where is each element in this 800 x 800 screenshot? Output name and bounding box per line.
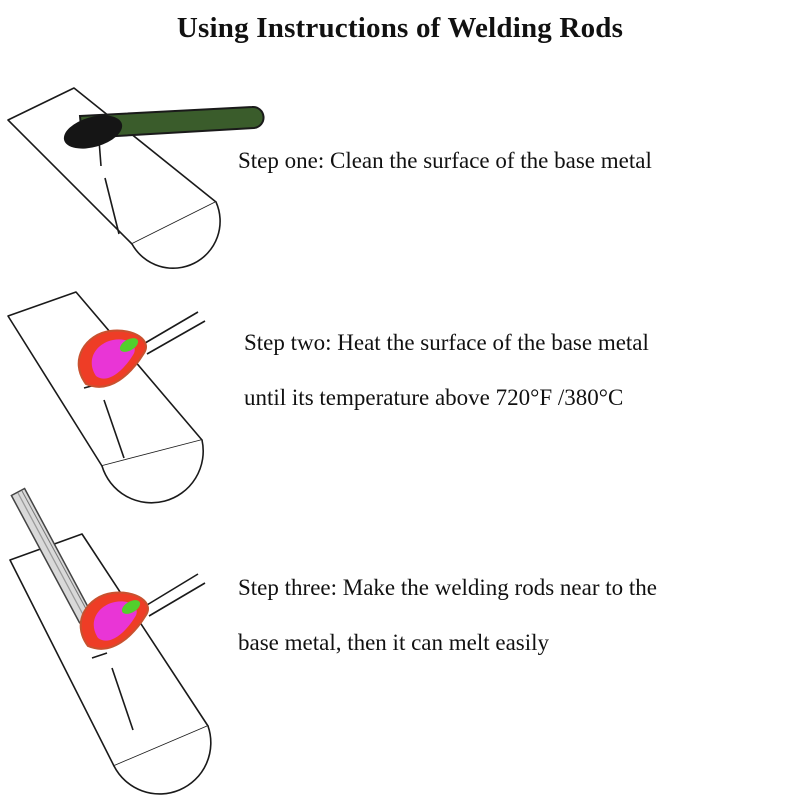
step-three-line-2: base metal, then it can melt easily (238, 630, 550, 655)
welding-rod-ridge (21, 490, 92, 619)
bar-center-line (103, 399, 125, 459)
bar-end-cap (113, 725, 212, 795)
step-one-illustration (7, 87, 265, 270)
flame-tip (119, 338, 139, 352)
flame-tip (121, 600, 141, 614)
step-two-illustration (7, 291, 206, 504)
bar-center-line (104, 177, 120, 235)
step-three-text: Step three: Make the welding rods near t… (238, 560, 657, 670)
wire-brush-icon (63, 105, 265, 149)
step-two-text: Step two: Heat the surface of the base m… (244, 315, 649, 425)
base-metal-bar (7, 291, 204, 504)
torch-nozzle-line (141, 573, 199, 609)
torch-nozzle-line (139, 311, 199, 347)
base-metal-bar (9, 533, 212, 795)
page-title: Using Instructions of Welding Rods (176, 12, 624, 44)
bar-center-tick (91, 652, 108, 659)
torch-flame-icon (79, 573, 206, 650)
brush-bristles (63, 115, 123, 149)
torch-nozzle-line (148, 582, 206, 617)
bar-top-face (9, 533, 209, 767)
step-one-text: Step one: Clean the surface of the base … (238, 133, 652, 188)
bar-end-cap (131, 201, 221, 270)
brush-handle (78, 105, 265, 140)
torch-nozzle-line (146, 320, 206, 355)
step-one-line-1: Step one: Clean the surface of the base … (238, 148, 652, 173)
welding-rod-ridge (17, 492, 88, 623)
bar-center-line (111, 667, 134, 731)
step-three-line-1: Step three: Make the welding rods near t… (238, 575, 657, 600)
step-three-illustration (9, 487, 212, 795)
bar-end-cap (101, 439, 204, 504)
torch-flame-icon (77, 311, 206, 388)
welding-rod-icon (10, 487, 98, 641)
step-two-line-2: until its temperature above 720°F /380°C (244, 385, 624, 410)
step-two-line-1: Step two: Heat the surface of the base m… (244, 330, 649, 355)
base-metal-bar (7, 87, 221, 270)
